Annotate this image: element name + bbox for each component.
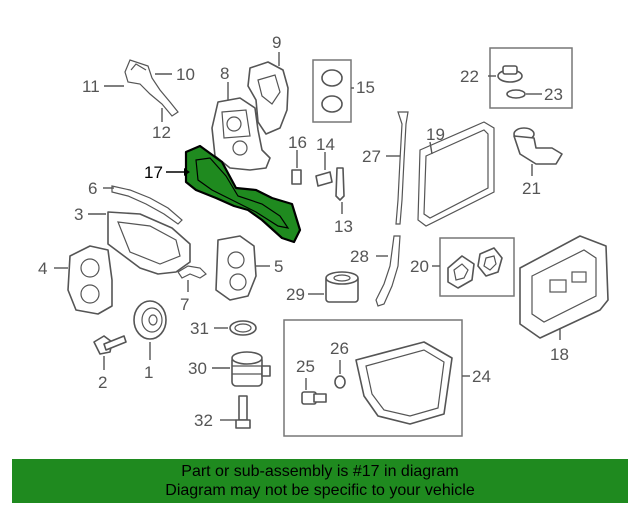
label-2: 2	[98, 373, 107, 392]
label-1: 1	[144, 363, 153, 382]
part-27-dipstick[interactable]	[395, 111, 409, 225]
parts-diagram: 9 8 11 10 12 15 16 14 13 17 6	[38, 33, 609, 437]
label-20: 20	[410, 257, 429, 276]
part-16[interactable]	[291, 169, 302, 185]
part-2-bolt[interactable]	[93, 335, 127, 355]
part-19-valve-gasket[interactable]	[417, 121, 495, 227]
part-32-bolt[interactable]	[235, 395, 251, 429]
label-22: 22	[460, 67, 479, 86]
label-21: 21	[522, 179, 541, 198]
part-30-oil-cooler[interactable]	[231, 351, 271, 387]
part-21-filler-neck[interactable]	[513, 127, 563, 165]
part-26-washer[interactable]	[334, 375, 346, 389]
label-28: 28	[350, 247, 369, 266]
label-16: 16	[288, 133, 307, 152]
part-6-gasket[interactable]	[111, 185, 183, 225]
label-30: 30	[188, 359, 207, 378]
label-5: 5	[274, 257, 283, 276]
part-31-oring[interactable]	[229, 320, 257, 336]
part-22-cap[interactable]	[497, 65, 523, 83]
label-3: 3	[74, 205, 83, 224]
label-13: 13	[334, 217, 353, 236]
part-18-engine-cover[interactable]	[519, 235, 609, 339]
label-6: 6	[88, 179, 97, 198]
label-11: 11	[82, 77, 100, 96]
banner-line-1: Part or sub-assembly is #17 in diagram	[181, 463, 459, 480]
part-8-cover[interactable]	[211, 97, 271, 171]
part-24-oil-pan[interactable]	[355, 341, 453, 425]
part-4-front-cover[interactable]	[67, 245, 113, 315]
label-8: 8	[220, 64, 229, 83]
label-23: 23	[544, 85, 563, 104]
label-10: 10	[176, 65, 195, 84]
label-12: 12	[152, 123, 171, 142]
label-27: 27	[362, 147, 381, 166]
part-14[interactable]	[315, 171, 333, 187]
part-5-cover[interactable]	[215, 235, 257, 301]
label-31: 31	[190, 319, 209, 338]
part-25-drain-plug[interactable]	[301, 391, 327, 405]
part-9-timing-cover[interactable]	[247, 61, 289, 135]
part-10-gasket[interactable]	[124, 59, 179, 117]
label-32: 32	[194, 411, 213, 430]
part-13[interactable]	[335, 167, 345, 201]
label-25: 25	[296, 357, 315, 376]
label-9: 9	[272, 33, 281, 52]
label-18: 18	[550, 345, 569, 364]
part-29-oil-filter[interactable]	[325, 271, 359, 303]
banner-line-2: Diagram may not be specific to your vehi…	[165, 482, 475, 499]
label-7: 7	[180, 295, 189, 314]
label-19: 19	[426, 125, 445, 144]
info-banner: Part or sub-assembly is #17 in diagram D…	[12, 459, 628, 503]
label-24: 24	[472, 367, 491, 386]
label-29: 29	[286, 285, 305, 304]
label-14: 14	[316, 135, 335, 154]
part-20-seals[interactable]	[447, 247, 503, 289]
part-3-belt-cover[interactable]	[107, 211, 191, 275]
label-17: 17	[144, 163, 163, 182]
label-4: 4	[38, 259, 47, 278]
part-28-tube[interactable]	[375, 235, 401, 307]
part-15-seals[interactable]	[321, 69, 343, 113]
part-1-pulley[interactable]	[133, 300, 167, 340]
part-17-gasket-highlighted[interactable]	[184, 144, 302, 244]
label-26: 26	[330, 339, 349, 358]
part-7[interactable]	[177, 265, 207, 279]
label-15: 15	[356, 78, 375, 97]
part-23-seal[interactable]	[506, 89, 526, 99]
